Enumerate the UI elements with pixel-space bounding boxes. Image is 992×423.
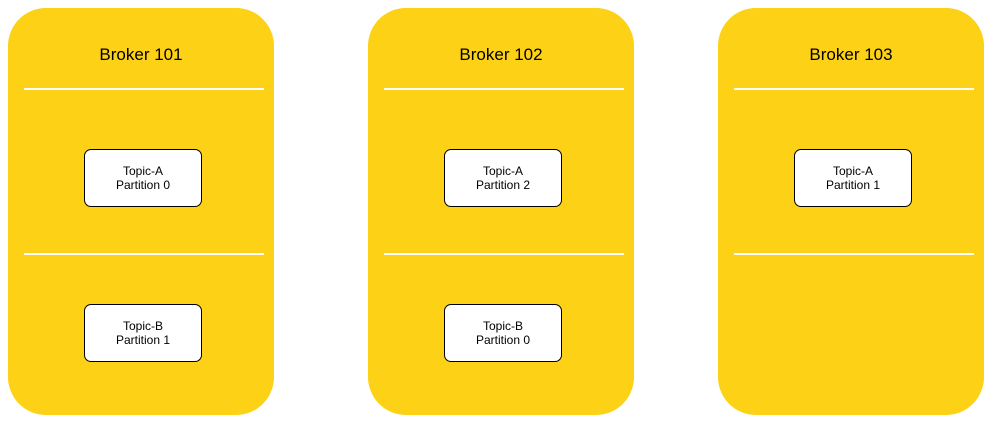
partition-topic-label: Topic-A (832, 164, 873, 178)
broker-divider (384, 253, 624, 255)
partition-number-label: Partition 2 (475, 178, 531, 192)
partition-topic-label: Topic-B (482, 319, 523, 333)
broker-divider (384, 88, 624, 90)
partition-box: Topic-A Partition 2 (444, 149, 562, 207)
partition-topic-label: Topic-B (122, 319, 163, 333)
partition-box: Topic-A Partition 1 (794, 149, 912, 207)
broker-divider (24, 253, 264, 255)
broker-divider (734, 253, 974, 255)
broker-title: Broker 101 (99, 45, 183, 64)
partition-number-label: Partition 1 (825, 178, 881, 192)
partition-number-label: Partition 0 (115, 178, 171, 192)
partition-topic-label: Topic-A (122, 164, 163, 178)
broker-103-container: Broker 103 Topic-A Partition 1 (718, 8, 984, 415)
broker-101-container: Broker 101 Topic-A Partition 0 Topic-B P… (8, 8, 274, 415)
partition-number-label: Partition 0 (475, 333, 531, 347)
broker-102-container: Broker 102 Topic-A Partition 2 Topic-B P… (368, 8, 634, 415)
partition-topic-label: Topic-A (482, 164, 523, 178)
partition-box: Topic-B Partition 0 (444, 304, 562, 362)
partition-box: Topic-B Partition 1 (84, 304, 202, 362)
partition-number-label: Partition 1 (115, 333, 171, 347)
broker-divider (734, 88, 974, 90)
broker-title: Broker 103 (809, 45, 893, 64)
broker-divider (24, 88, 264, 90)
partition-box: Topic-A Partition 0 (84, 149, 202, 207)
broker-title: Broker 102 (459, 45, 543, 64)
